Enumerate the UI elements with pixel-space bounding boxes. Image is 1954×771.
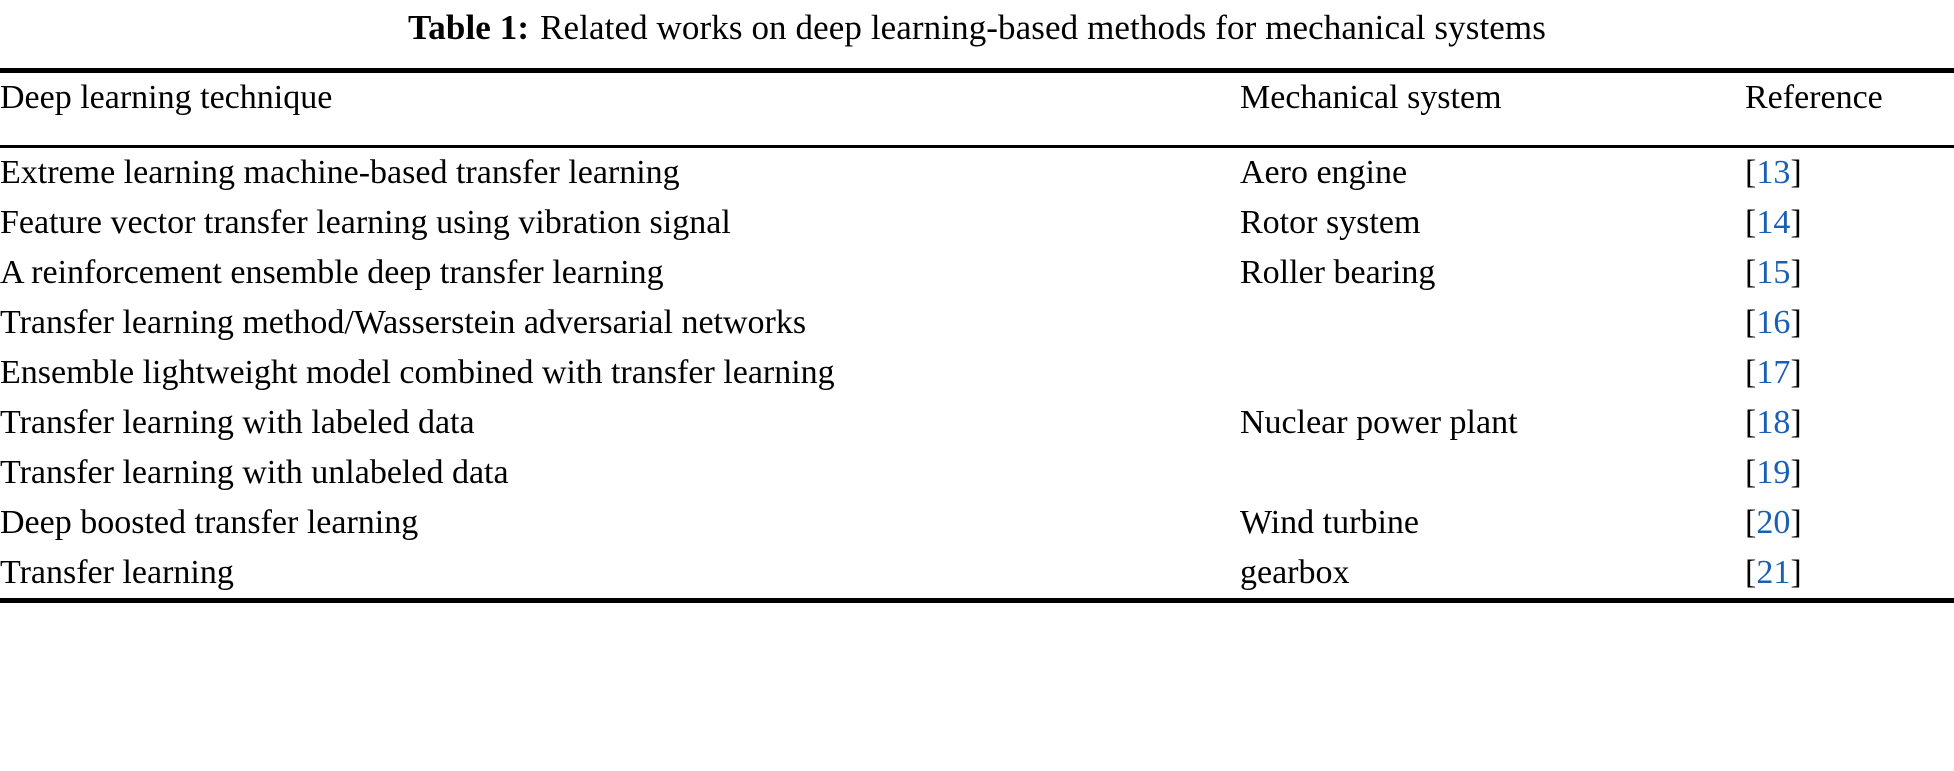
cell-technique: Deep boosted transfer learning: [0, 504, 419, 541]
table-caption: Table 1: Related works on deep learning-b…: [0, 0, 1954, 50]
reference-link[interactable]: 13: [1756, 154, 1791, 191]
bracket-open: [: [1745, 454, 1757, 491]
bracket-open: [: [1745, 354, 1757, 391]
cell-system: Nuclear power plant: [1240, 404, 1518, 441]
bracket-close: ]: [1790, 504, 1802, 541]
reference-link[interactable]: 19: [1756, 454, 1791, 491]
cell-technique: Transfer learning with unlabeled data: [0, 454, 509, 491]
bracket-open: [: [1745, 154, 1757, 191]
table-row: Ensemble lightweight model combined with…: [0, 348, 1954, 398]
reference-link[interactable]: 21: [1756, 554, 1791, 591]
cell-reference: [15]: [1745, 248, 1954, 298]
table-header-rule: [0, 145, 1954, 148]
cell-system: gearbox: [1240, 554, 1350, 591]
cell-system: [1240, 298, 1745, 348]
cell-system: Roller bearing: [1240, 254, 1436, 291]
bracket-open: [: [1745, 554, 1757, 591]
column-header-system: Mechanical system: [1240, 79, 1502, 116]
caption-text: Related works on deep learning-based met…: [540, 8, 1546, 47]
bracket-open: [: [1745, 404, 1757, 441]
reference-link[interactable]: 14: [1756, 204, 1791, 241]
cell-system: Wind turbine: [1240, 504, 1419, 541]
cell-technique: Transfer learning method/Wasserstein adv…: [0, 304, 807, 341]
bracket-close: ]: [1790, 454, 1802, 491]
cell-system: Aero engine: [1240, 154, 1408, 191]
cell-technique: A reinforcement ensemble deep transfer l…: [0, 254, 664, 291]
cell-reference: [20]: [1745, 498, 1954, 548]
table-row: Transfer learning gearbox [21]: [0, 548, 1954, 598]
table-header-row: Deep learning technique Mechanical syste…: [0, 73, 1954, 145]
bracket-close: ]: [1790, 554, 1802, 591]
bracket-open: [: [1745, 254, 1757, 291]
table-bottom-rule: [0, 598, 1954, 603]
table-row: Deep boosted transfer learning Wind turb…: [0, 498, 1954, 548]
reference-link[interactable]: 20: [1756, 504, 1791, 541]
cell-reference: [16]: [1745, 298, 1954, 348]
table-row: Feature vector transfer learning using v…: [0, 198, 1954, 248]
cell-reference: [17]: [1745, 348, 1954, 398]
cell-technique: Ensemble lightweight model combined with…: [0, 354, 835, 391]
table-top-rule: [0, 68, 1954, 73]
table-row: Transfer learning with labeled data Nucl…: [0, 398, 1954, 448]
bracket-close: ]: [1790, 354, 1802, 391]
column-header-reference: Reference: [1745, 79, 1883, 116]
cell-reference: [13]: [1745, 148, 1954, 198]
cell-system: [1240, 348, 1745, 398]
cell-reference: [14]: [1745, 198, 1954, 248]
cell-system: Rotor system: [1240, 204, 1421, 241]
cell-reference: [18]: [1745, 398, 1954, 448]
table-row: Extreme learning machine-based transfer …: [0, 148, 1954, 198]
cell-technique: Feature vector transfer learning using v…: [0, 204, 731, 241]
bracket-close: ]: [1790, 254, 1802, 291]
cell-system: [1240, 448, 1745, 498]
bracket-open: [: [1745, 204, 1757, 241]
bracket-close: ]: [1790, 404, 1802, 441]
caption-label: Table 1:: [408, 8, 530, 47]
cell-technique: Transfer learning with labeled data: [0, 404, 475, 441]
table-row: A reinforcement ensemble deep transfer l…: [0, 248, 1954, 298]
cell-technique: Extreme learning machine-based transfer …: [0, 154, 680, 191]
cell-reference: [21]: [1745, 548, 1954, 598]
reference-link[interactable]: 16: [1756, 304, 1791, 341]
reference-link[interactable]: 17: [1756, 354, 1791, 391]
cell-technique: Transfer learning: [0, 554, 234, 591]
table-row: Transfer learning method/Wasserstein adv…: [0, 298, 1954, 348]
related-works-table-body: Extreme learning machine-based transfer …: [0, 148, 1954, 598]
table-row: Transfer learning with unlabeled data [1…: [0, 448, 1954, 498]
bracket-open: [: [1745, 304, 1757, 341]
bracket-close: ]: [1790, 204, 1802, 241]
cell-reference: [19]: [1745, 448, 1954, 498]
related-works-table: Deep learning technique Mechanical syste…: [0, 73, 1954, 145]
column-header-technique: Deep learning technique: [0, 79, 333, 116]
bracket-close: ]: [1790, 154, 1802, 191]
reference-link[interactable]: 18: [1756, 404, 1791, 441]
bracket-close: ]: [1790, 304, 1802, 341]
bracket-open: [: [1745, 504, 1757, 541]
reference-link[interactable]: 15: [1756, 254, 1791, 291]
